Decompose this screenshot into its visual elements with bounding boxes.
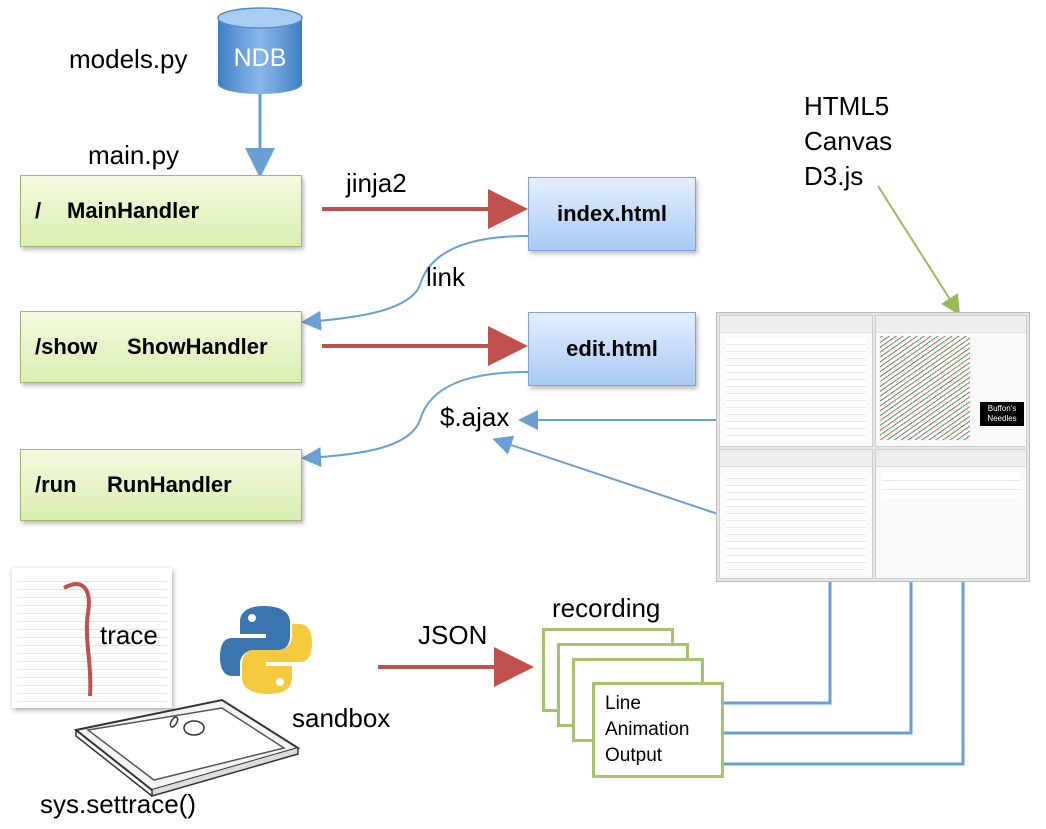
visualization-code-toolbar [720, 450, 872, 467]
screen-to-ajax-arrow-2 [492, 435, 719, 515]
json-label: JSON [418, 620, 488, 650]
run-handler-box: /run RunHandler [20, 449, 302, 521]
recording-field-line: Line [605, 693, 641, 714]
jinja2-label: jinja2 [346, 168, 407, 198]
recording-field-output: Output [605, 745, 663, 766]
code-editor-toolbar [720, 316, 872, 333]
main-handler-name: MainHandler [67, 198, 200, 223]
sandbox-tray [73, 698, 301, 797]
database-icon [217, 7, 303, 94]
ajax-arrow [301, 371, 529, 468]
html5-label: HTML5 [804, 91, 890, 121]
recording-frame-front: Line Animation Output [592, 682, 724, 778]
recording-label: recording [552, 593, 661, 623]
html5-pointer-arrow [877, 185, 961, 316]
run-handler-route: /run [35, 472, 77, 497]
trace-curve [63, 582, 93, 697]
app-screenshot: Buffon's Needles [716, 312, 1030, 582]
show-handler-route: /show [35, 334, 98, 359]
output-pane [875, 449, 1027, 579]
visualization-code-lines [726, 472, 866, 572]
code-editor-pane [719, 315, 873, 447]
edit-html-box: edit.html [528, 312, 696, 386]
edit-html-label: edit.html [566, 336, 658, 361]
link-arrow [301, 235, 529, 331]
code-listing [12, 568, 172, 708]
visualization-code-pane [719, 449, 873, 579]
show-handler-name: ShowHandler [127, 334, 268, 359]
output-text [882, 472, 1020, 498]
needles-badge: Buffon's Needles [980, 402, 1024, 426]
index-html-box: index.html [528, 177, 696, 251]
recording-field-animation: Animation [605, 719, 690, 740]
main-handler-route: / [35, 198, 42, 223]
run-handler-name: RunHandler [107, 472, 232, 497]
canvas-label: Canvas [804, 126, 893, 156]
main-py-label: main.py [88, 140, 180, 170]
output-toolbar [876, 450, 1026, 467]
needles-canvas [880, 336, 970, 440]
sandbox-label: sandbox [292, 703, 391, 733]
python-logo-icon [220, 606, 312, 694]
show-handler-box: /show ShowHandler [20, 311, 302, 383]
code-lines [726, 338, 866, 440]
canvas-pane: Buffon's Needles [875, 315, 1027, 447]
ajax-label: $.ajax [440, 402, 510, 432]
canvas-toolbar [876, 316, 1026, 333]
settrace-label: sys.settrace() [40, 789, 197, 819]
main-handler-box: / MainHandler [20, 175, 302, 247]
link-label: link [426, 262, 466, 292]
index-html-label: index.html [556, 201, 667, 226]
ndb-label: NDB [233, 44, 287, 72]
ndb-database: NDB [216, 6, 304, 96]
models-py-label: models.py [69, 44, 188, 74]
trace-label: trace [100, 620, 158, 650]
d3js-label: D3.js [804, 161, 864, 191]
output-field-arrow [712, 532, 978, 766]
